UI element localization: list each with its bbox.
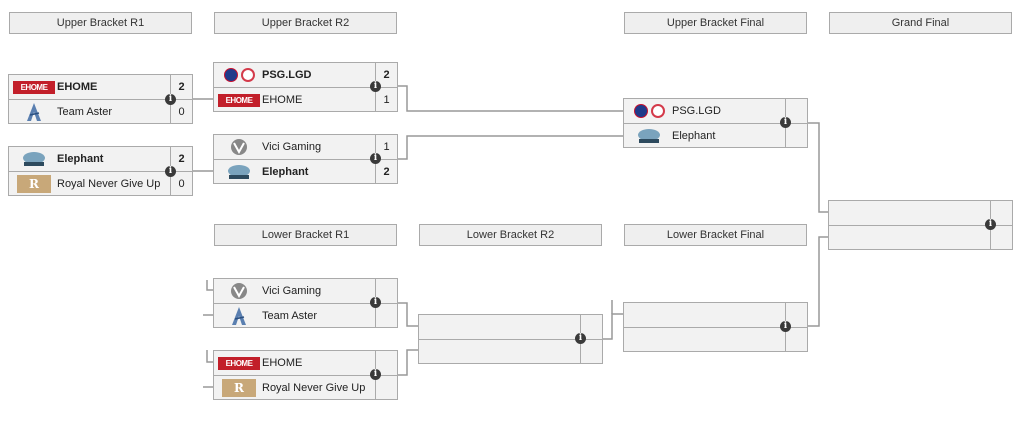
- team-name: Team Aster: [262, 310, 318, 322]
- header-lower-bracket-r2: Lower Bracket R2: [419, 224, 602, 246]
- team-row[interactable]: PSG.LGD 2: [214, 63, 397, 88]
- team-row[interactable]: Vici Gaming 1: [214, 135, 397, 160]
- vici-logo: [217, 137, 261, 157]
- ehome-logo: EHOME: [12, 77, 56, 97]
- match-upper-r2-2[interactable]: Vici Gaming 1 Elephant 2: [213, 134, 398, 184]
- team-name: Elephant: [57, 153, 104, 165]
- match-lower-r1-1[interactable]: Vici Gaming Team Aster: [213, 278, 398, 328]
- team-name: PSG.LGD: [262, 69, 312, 81]
- team-name: Elephant: [262, 166, 309, 178]
- team-score: [990, 201, 1012, 225]
- team-row[interactable]: EHOME EHOME 1: [214, 88, 397, 112]
- team-name: Vici Gaming: [262, 141, 322, 153]
- team-score: [785, 99, 807, 123]
- match-info-icon[interactable]: i: [780, 117, 791, 128]
- team-row[interactable]: Vici Gaming: [214, 279, 397, 304]
- match-info-icon[interactable]: i: [165, 94, 176, 105]
- match-lower-r2[interactable]: [418, 314, 603, 364]
- match-upper-r1-2[interactable]: Elephant 2 R Royal Never Give Up 0: [8, 146, 193, 196]
- match-upper-r1-1[interactable]: EHOME EHOME 2 Team Aster 0: [8, 74, 193, 124]
- team-score: 2: [170, 147, 192, 171]
- header-lower-bracket-final: Lower Bracket Final: [624, 224, 807, 246]
- team-score: [580, 340, 602, 364]
- team-row[interactable]: Team Aster 0: [9, 100, 192, 124]
- header-lower-bracket-r1: Lower Bracket R1: [214, 224, 397, 246]
- team-row[interactable]: R Royal Never Give Up 0: [9, 172, 192, 196]
- team-row-empty[interactable]: [419, 340, 602, 364]
- team-name: EHOME: [262, 357, 303, 369]
- aster-logo: [12, 102, 56, 122]
- team-name: Elephant: [672, 130, 716, 142]
- team-score: 0: [170, 172, 192, 196]
- team-row-empty[interactable]: [829, 201, 1012, 226]
- team-score: [785, 124, 807, 148]
- team-name: EHOME: [57, 81, 98, 93]
- team-row[interactable]: Team Aster: [214, 304, 397, 328]
- team-name: Team Aster: [57, 106, 113, 118]
- vici-logo: [217, 281, 261, 301]
- header-upper-bracket-final: Upper Bracket Final: [624, 12, 807, 34]
- team-row[interactable]: Elephant: [624, 124, 807, 148]
- match-upper-r2-1[interactable]: PSG.LGD 2 EHOME EHOME 1: [213, 62, 398, 112]
- match-upper-final[interactable]: PSG.LGD Elephant: [623, 98, 808, 148]
- elephant-logo: [627, 126, 671, 146]
- team-row-empty[interactable]: [624, 303, 807, 328]
- match-grand-final[interactable]: [828, 200, 1013, 250]
- match-info-icon[interactable]: i: [370, 369, 381, 380]
- team-name: PSG.LGD: [672, 105, 721, 117]
- team-score: [580, 315, 602, 339]
- team-score: 1: [375, 88, 397, 112]
- match-lower-final[interactable]: [623, 302, 808, 352]
- team-score: 2: [375, 160, 397, 184]
- ehome-logo: EHOME: [217, 90, 261, 110]
- team-row[interactable]: Elephant 2: [214, 160, 397, 184]
- team-score: 0: [170, 100, 192, 124]
- team-score: [375, 351, 397, 375]
- team-name: Vici Gaming: [262, 285, 322, 297]
- team-name: Royal Never Give Up: [57, 178, 161, 190]
- team-score: 2: [170, 75, 192, 99]
- match-info-icon[interactable]: i: [575, 333, 586, 344]
- team-row-empty[interactable]: [829, 226, 1012, 250]
- team-name: Royal Never Give Up: [262, 382, 366, 394]
- team-score: 2: [375, 63, 397, 87]
- team-row[interactable]: Elephant 2: [9, 147, 192, 172]
- team-row[interactable]: EHOME EHOME 2: [9, 75, 192, 100]
- match-info-icon[interactable]: i: [780, 321, 791, 332]
- team-score: 1: [375, 135, 397, 159]
- match-info-icon[interactable]: i: [370, 297, 381, 308]
- aster-logo: [217, 306, 261, 326]
- elephant-logo: [217, 162, 261, 182]
- team-score: [990, 226, 1012, 250]
- team-score: [375, 376, 397, 400]
- rng-logo: R: [217, 378, 261, 398]
- team-row[interactable]: PSG.LGD: [624, 99, 807, 124]
- team-score: [375, 304, 397, 328]
- team-row-empty[interactable]: [624, 328, 807, 352]
- match-info-icon[interactable]: i: [985, 219, 996, 230]
- ehome-logo: EHOME: [217, 353, 261, 373]
- team-score: [785, 303, 807, 327]
- team-name: EHOME: [262, 94, 303, 106]
- team-score: [375, 279, 397, 303]
- team-row[interactable]: R Royal Never Give Up: [214, 376, 397, 400]
- header-upper-bracket-r2: Upper Bracket R2: [214, 12, 397, 34]
- match-info-icon[interactable]: i: [165, 166, 176, 177]
- psg-lgd-logo: [217, 65, 261, 85]
- team-score: [785, 328, 807, 352]
- match-info-icon[interactable]: i: [370, 81, 381, 92]
- header-upper-bracket-r1: Upper Bracket R1: [9, 12, 192, 34]
- rng-logo: R: [12, 174, 56, 194]
- match-info-icon[interactable]: i: [370, 153, 381, 164]
- header-grand-final: Grand Final: [829, 12, 1012, 34]
- match-lower-r1-2[interactable]: EHOME EHOME R Royal Never Give Up: [213, 350, 398, 400]
- team-row-empty[interactable]: [419, 315, 602, 340]
- psg-lgd-logo: [627, 101, 671, 121]
- team-row[interactable]: EHOME EHOME: [214, 351, 397, 376]
- elephant-logo: [12, 149, 56, 169]
